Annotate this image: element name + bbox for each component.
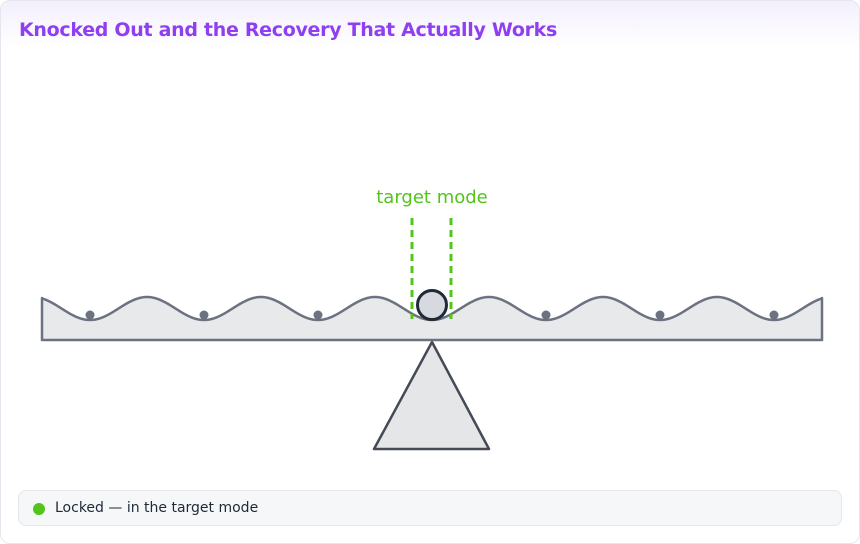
- mode-marker-dot: [85, 310, 95, 320]
- mode-marker-dot: [313, 310, 323, 320]
- status-text: Locked — in the target mode: [55, 500, 259, 516]
- status-indicator-dot: [33, 503, 45, 515]
- target-mode-label: target mode: [376, 187, 488, 208]
- mode-markers: [85, 310, 779, 320]
- mode-marker-dot: [769, 310, 779, 320]
- fulcrum: [372, 340, 491, 451]
- page-title: Knocked Out and the Recovery That Actual…: [19, 19, 557, 41]
- mode-marker-dot: [199, 310, 209, 320]
- mode-marker-dot: [655, 310, 665, 320]
- ball: [416, 289, 448, 321]
- status-bar: Locked — in the target mode: [18, 490, 842, 526]
- mode-marker-dot: [541, 310, 551, 320]
